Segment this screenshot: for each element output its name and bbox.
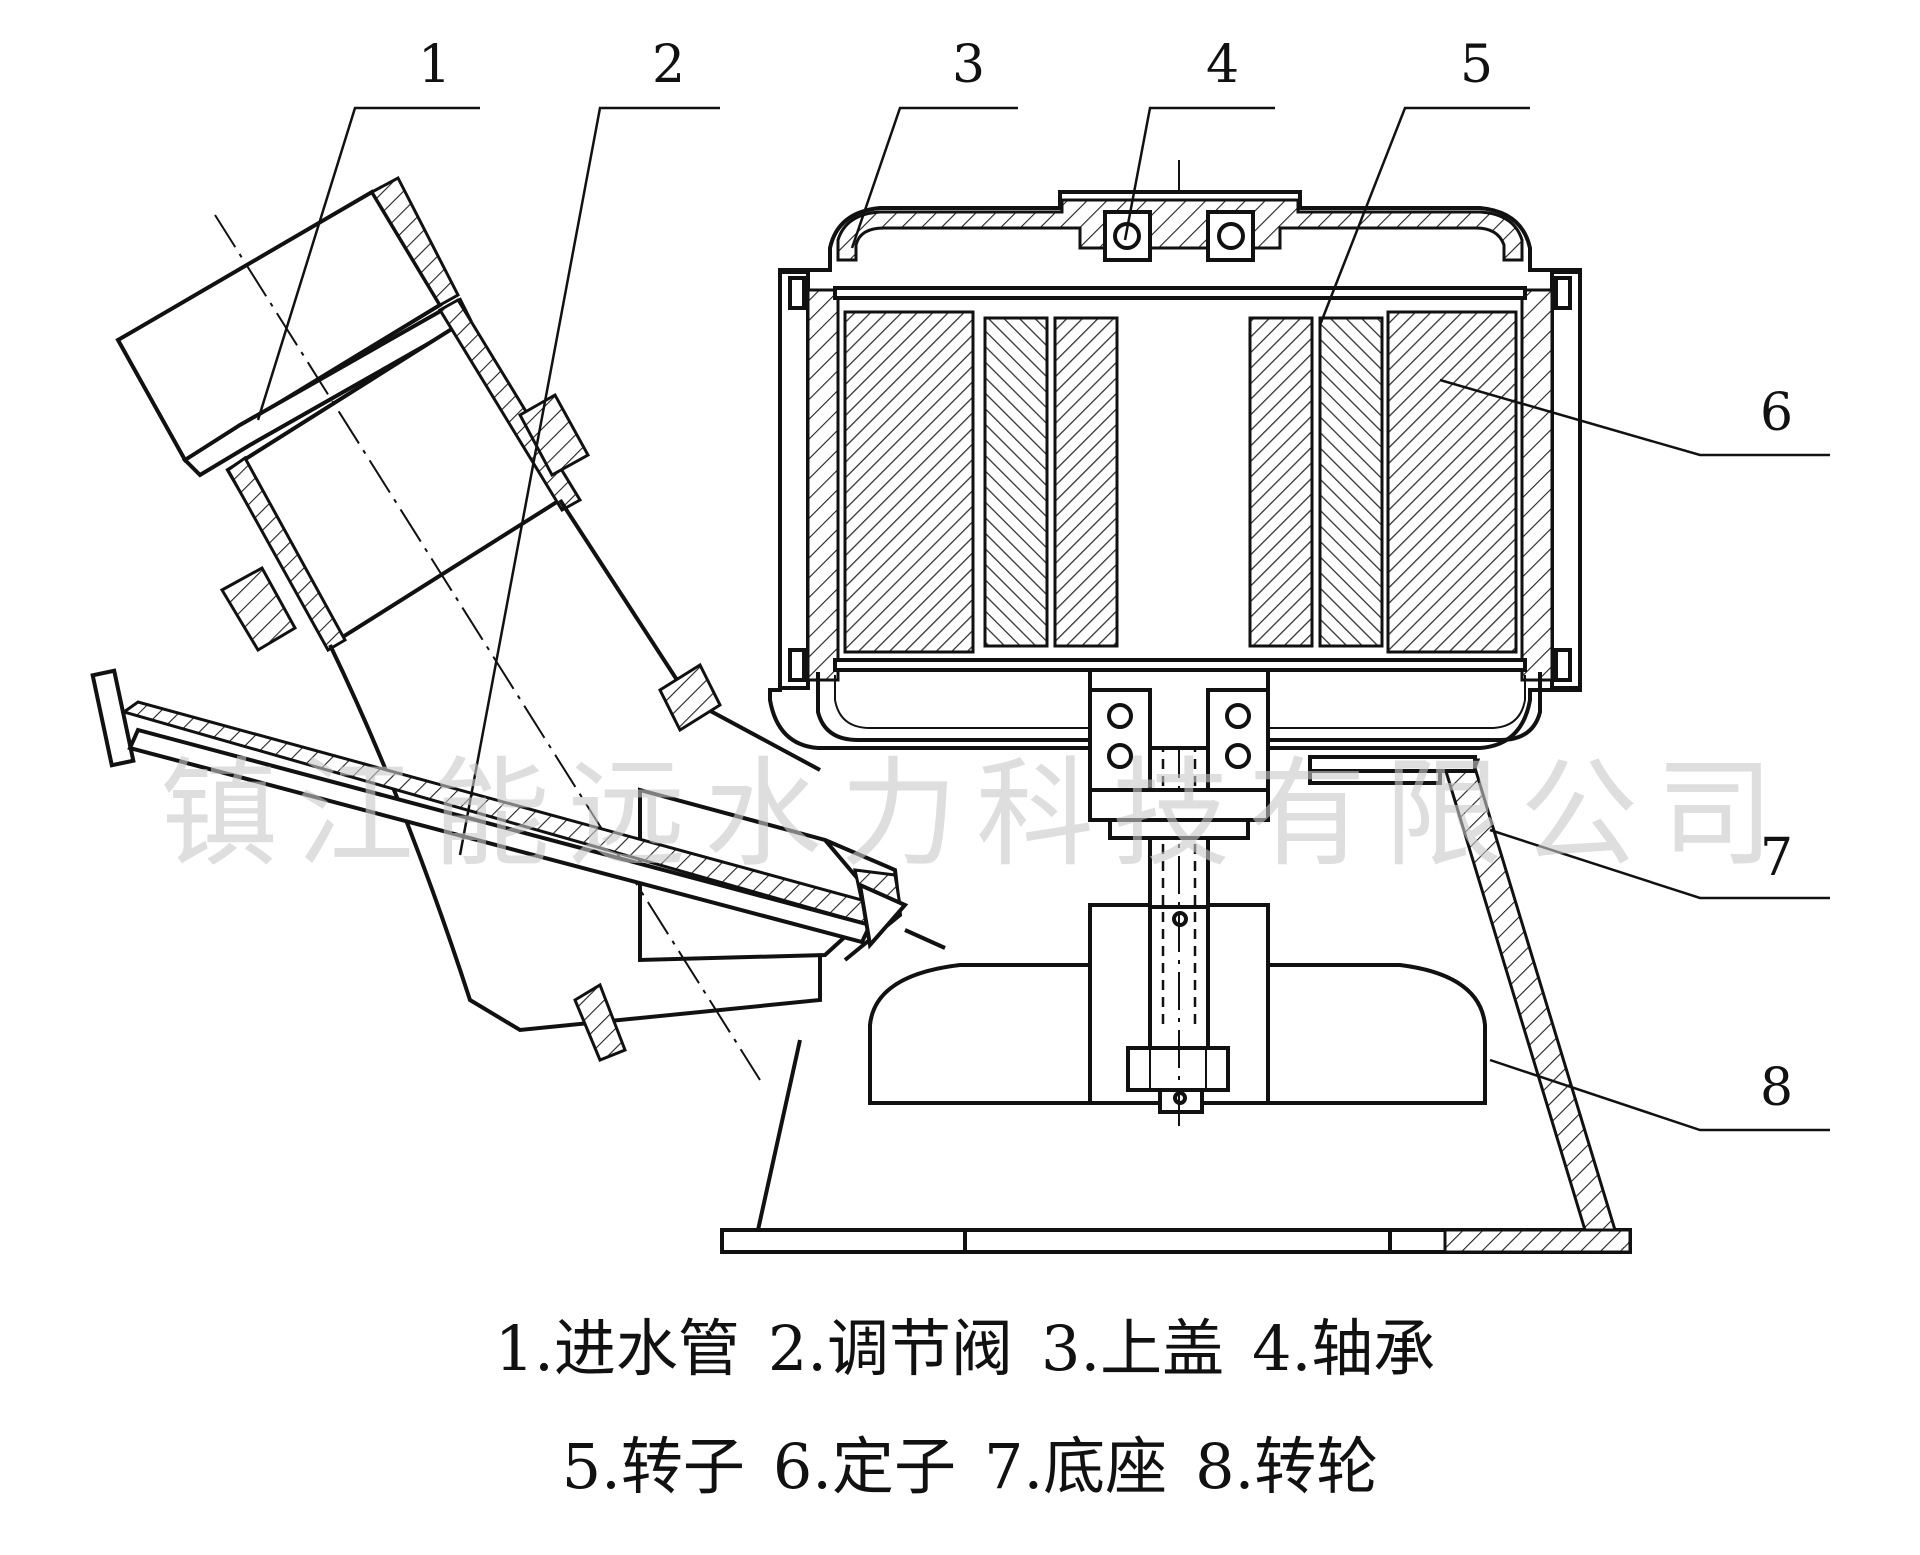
legend-item-rotor: 5.转子 [561,1430,745,1503]
legend-row-1: 1.进水管 2.调节阀 3.上盖 4.轴承 [0,1290,1920,1408]
rotor [983,316,1384,648]
callout-3: 3 [952,35,985,95]
runner-wheel [868,903,1487,1114]
callout-4: 4 [1206,35,1239,95]
callout-7: 7 [1760,828,1793,888]
stator [843,310,1518,654]
callout-6: 6 [1760,383,1793,443]
legend-row-2: 5.转子 6.定子 7.底座 8.转轮 [0,1408,1920,1526]
parts-legend: 1.进水管 2.调节阀 3.上盖 4.轴承 5.转子 6.定子 7.底座 8.转轮 [0,1290,1920,1526]
legend-item-bearing: 4.轴承 [1252,1312,1436,1385]
callout-2: 2 [652,35,685,95]
legend-item-stator: 6.定子 [772,1430,956,1503]
bearings [1088,210,1270,840]
legend-item-upper-cover: 3.上盖 [1041,1312,1225,1385]
base-frame [720,755,1632,1254]
leader-lines [256,106,1830,1132]
callout-8: 8 [1760,1058,1793,1118]
legend-item-runner: 8.转轮 [1195,1430,1379,1503]
legend-item-inlet-pipe: 1.进水管 [494,1312,740,1385]
callout-numbers: 1 2 3 4 5 6 7 8 [418,35,1793,1118]
callout-5: 5 [1460,35,1493,95]
callout-1: 1 [418,35,451,95]
legend-item-regulating-valve: 2.调节阀 [767,1312,1013,1385]
legend-item-base: 7.底座 [984,1430,1168,1503]
regulating-valve [90,668,946,950]
company-watermark: 镇江能远水力科技有限公司 [160,745,1792,883]
